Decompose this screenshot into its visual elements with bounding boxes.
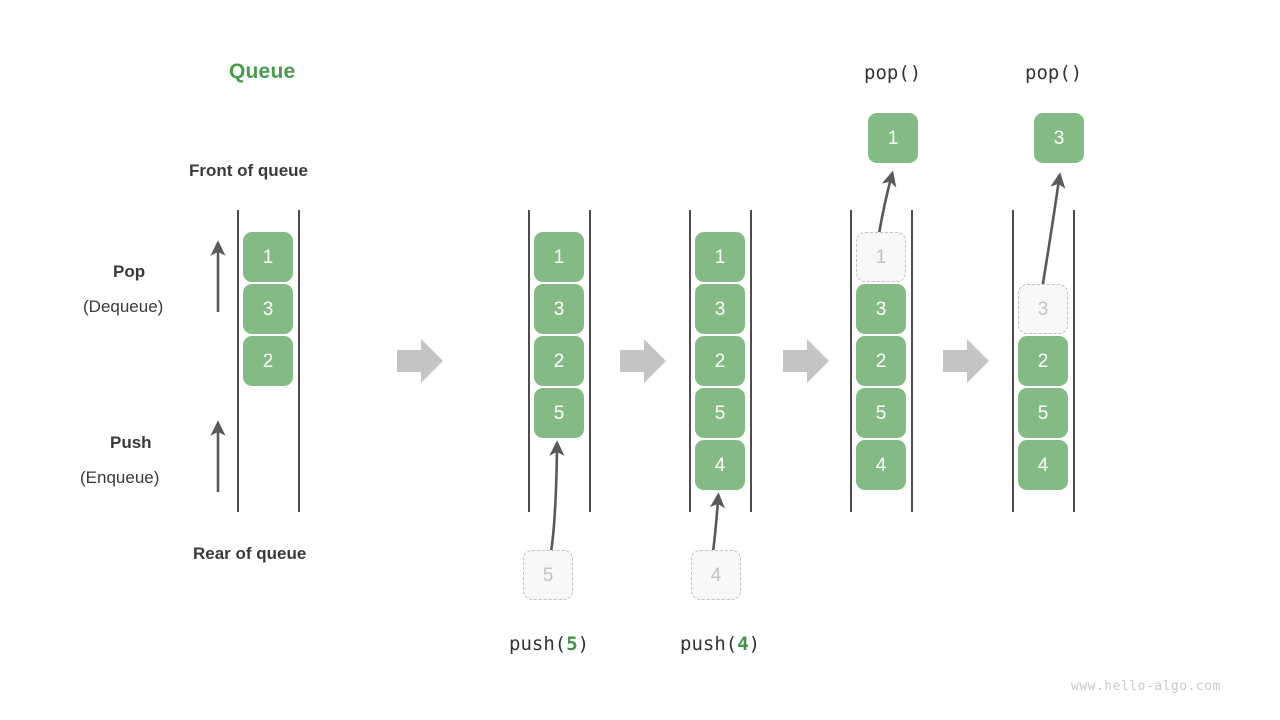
- caption-arg: 4: [737, 633, 749, 655]
- push-label: Push: [110, 433, 152, 452]
- queue-cell: 3: [534, 284, 584, 334]
- queue-rail-left: [689, 210, 691, 512]
- pop-label: Pop: [113, 262, 146, 281]
- queue-cell: 5: [856, 388, 906, 438]
- push-5-arrow: [549, 440, 565, 553]
- queue-cell: 3: [243, 284, 293, 334]
- watermark: www.hello-algo.com: [1071, 679, 1221, 694]
- panel-caption-push-5: push(5): [509, 633, 589, 655]
- popped-cell: 3: [1034, 113, 1084, 163]
- queue-cell-removed: 3: [1018, 284, 1068, 334]
- queue-cell: 1: [695, 232, 745, 282]
- queue-cell: 5: [695, 388, 745, 438]
- pop-sub-label: (Dequeue): [83, 297, 164, 316]
- push-4-arrow: [709, 492, 725, 553]
- caption-prefix: push(: [680, 633, 738, 655]
- queue-cell: 5: [534, 388, 584, 438]
- queue-rail-right: [589, 210, 591, 512]
- queue-rail-left: [528, 210, 530, 512]
- push-sub-label: (Enqueue): [80, 468, 160, 487]
- caption-suffix: ): [748, 633, 761, 655]
- caption-arg: 5: [566, 633, 578, 655]
- caption-prefix: push(: [509, 633, 567, 655]
- queue-cell: 1: [243, 232, 293, 282]
- panel-top-label-pop-1: pop(): [864, 62, 922, 84]
- queue-cell: 2: [695, 336, 745, 386]
- flow-arrow-1: [397, 339, 443, 383]
- queue-cell: 5: [1018, 388, 1068, 438]
- page-title: Queue: [229, 60, 296, 83]
- queue-rail-right: [298, 210, 300, 512]
- front-of-queue-label: Front of queue: [189, 161, 308, 180]
- queue-cell-removed: 1: [856, 232, 906, 282]
- queue-rail-left: [1012, 210, 1014, 512]
- flow-arrow-2: [620, 339, 666, 383]
- popped-cell: 1: [868, 113, 918, 163]
- queue-cell: 4: [695, 440, 745, 490]
- queue-cell: 2: [1018, 336, 1068, 386]
- queue-cell: 2: [856, 336, 906, 386]
- queue-rail-right: [750, 210, 752, 512]
- queue-rail-right: [1073, 210, 1075, 512]
- queue-rail-left: [237, 210, 239, 512]
- queue-cell: 3: [856, 284, 906, 334]
- flow-arrow-3: [783, 339, 829, 383]
- queue-cell: 4: [1018, 440, 1068, 490]
- queue-cell: 2: [243, 336, 293, 386]
- queue-cell: 3: [695, 284, 745, 334]
- caption-suffix: ): [577, 633, 590, 655]
- rear-of-queue-label: Rear of queue: [193, 544, 307, 563]
- queue-rail-right: [911, 210, 913, 512]
- queue-cell: 2: [534, 336, 584, 386]
- queue-cell: 1: [534, 232, 584, 282]
- queue-cell: 4: [856, 440, 906, 490]
- flow-arrow-4: [943, 339, 989, 383]
- panel-top-label-pop-3: pop(): [1025, 62, 1083, 84]
- incoming-ghost-cell: 4: [691, 550, 741, 600]
- panel-caption-push-4: push(4): [680, 633, 760, 655]
- incoming-ghost-cell: 5: [523, 550, 573, 600]
- queue-rail-left: [850, 210, 852, 512]
